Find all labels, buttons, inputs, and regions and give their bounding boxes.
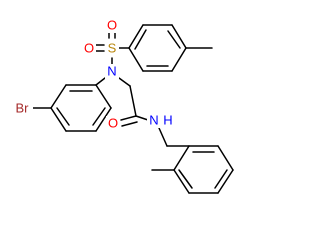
bonds (31, 24, 234, 194)
tolyl-ring-bond (171, 24, 187, 49)
bromine-label: Br (16, 101, 30, 116)
sulfonamide-nitrogen: N (105, 64, 119, 79)
tolyl-ring-bond (171, 47, 187, 72)
n-benzyl-bond (158, 127, 168, 147)
benzyl-ring-bond (217, 145, 234, 171)
benzyl-inner-bond (178, 169, 193, 189)
bromophenyl-inner-bond (92, 107, 106, 126)
benzyl-ring-bond (217, 169, 234, 194)
hydrogen-label: H (163, 113, 172, 128)
bromophenyl-ring-bond (50, 84, 67, 109)
bromophenyl-ring-bond (50, 107, 67, 132)
oxygen-label: O (84, 41, 94, 56)
c-o-double-bond (120, 115, 137, 121)
bromophenyl-ring-bond (95, 107, 112, 132)
n-aryl-bond (95, 77, 106, 86)
nitrogen-label: N (149, 113, 158, 128)
molecule-structure-diagram: S O O N O N H Br (11, 17, 234, 194)
benzyl-inner-bond (214, 169, 228, 189)
tolyl-ring-inner-bond (134, 29, 147, 50)
bromophenyl-ring-bond (95, 84, 112, 109)
amide-hydrogen: H (162, 113, 175, 128)
bromophenyl-inner-bond (56, 107, 70, 126)
amide-c-n-bond (135, 115, 149, 121)
carbonyl-oxygen: O (106, 116, 120, 131)
benzyl-ring-bond (173, 169, 190, 194)
tolyl-ring-bond (128, 24, 144, 49)
nitrogen-label: N (107, 64, 116, 79)
amide-nitrogen: N (147, 113, 161, 128)
c-o-double-bond (121, 121, 138, 127)
tolyl-ring-inner-bond (167, 30, 181, 49)
sulfonyl-oxygen-top: O (105, 18, 119, 33)
n-ch2-bond (118, 77, 131, 87)
oxygen-label: O (108, 116, 118, 131)
ch2-carbonyl-bond (129, 85, 137, 117)
atom-labels: S O O N O N H Br (11, 18, 175, 131)
sulfur-label: S (108, 41, 117, 56)
oxygen-label: O (107, 18, 117, 33)
benzyl-ring-bond (173, 145, 190, 171)
sulfur-atom: S (105, 41, 119, 56)
sulfonyl-oxygen-left: O (82, 41, 96, 56)
tolyl-ring-bond (128, 47, 144, 72)
bromine-atom: Br (11, 101, 33, 116)
